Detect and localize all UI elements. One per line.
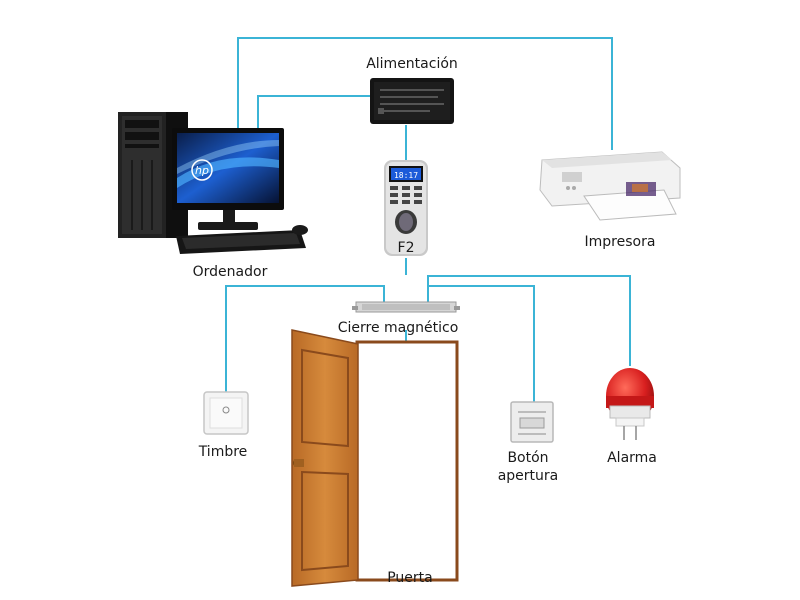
wire-computer-printer	[237, 37, 613, 150]
desktop-computer-icon: hp	[118, 112, 308, 254]
magnetic-lock-icon	[352, 301, 460, 313]
wire-computer-power	[257, 95, 370, 132]
magnetic-lock-label: Cierre magnético	[338, 320, 459, 336]
wire-alarm	[427, 275, 631, 366]
power-supply-box-icon	[370, 78, 454, 124]
exit-button-icon	[510, 401, 554, 443]
doorbell-button-icon	[203, 391, 249, 435]
computer-label: Ordenador	[193, 264, 268, 280]
terminal-clock: 18:17	[394, 171, 418, 180]
door-label: Puerta	[387, 570, 433, 586]
door-icon	[291, 329, 459, 587]
terminal-label: F2	[398, 240, 415, 256]
monitor-logo: hp	[195, 164, 209, 177]
exit-button-label-line1: Botón	[507, 450, 548, 466]
doorbell-label: Timbre	[198, 444, 248, 460]
wire-doorbell	[225, 285, 385, 392]
fingerprint-terminal-icon: 18:17	[384, 160, 428, 256]
printer-icon	[539, 151, 681, 221]
alarm-label: Alarma	[607, 450, 657, 466]
wiring	[225, 37, 631, 402]
printer-label: Impresora	[585, 234, 656, 250]
alarm-siren-icon	[606, 368, 654, 440]
wire-exit-button	[427, 285, 535, 402]
power-supply-label: Alimentación	[366, 56, 458, 72]
exit-button-label-line2: apertura	[498, 468, 559, 484]
